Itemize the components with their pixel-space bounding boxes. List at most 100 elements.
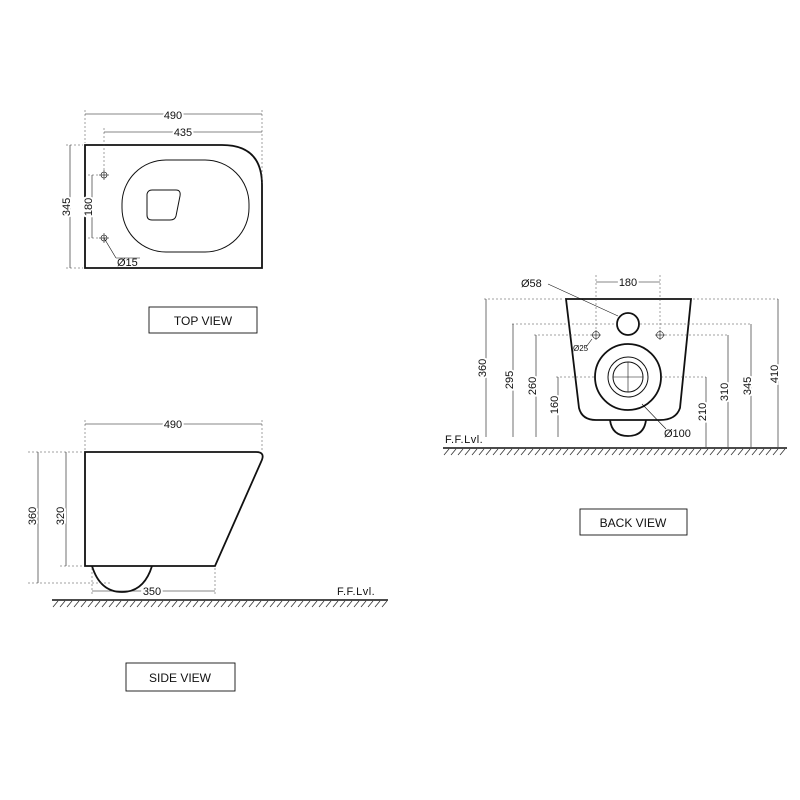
back-view-outline [564,298,692,421]
hatch-line [485,448,492,456]
side-view-label: SIDE VIEW [149,671,212,685]
side-view-label-box [125,662,236,692]
hatch-line [143,600,150,608]
hatch-line [450,448,457,456]
hatch-line [66,600,73,608]
hatch-line [297,600,304,608]
hatch-line [639,448,646,456]
hatch-line [674,448,681,456]
hatch-line [457,448,464,456]
hatch-line [248,600,255,608]
hatch-line [618,448,625,456]
dim-side-490: 490 [164,419,182,431]
dim-top-hole: Ø15 [117,257,138,269]
hatch-line [206,600,213,608]
top-view-outline [84,144,263,269]
hatch-line [360,600,367,608]
hatch-line [311,600,318,608]
hatch-line [597,448,604,456]
hatch-line [625,448,632,456]
hatch-line [737,448,744,456]
dim-back-180: 180 [619,277,637,289]
dim-back-right-0: 210 [697,403,709,421]
dim-top-490: 490 [164,110,182,122]
hatch-line [562,448,569,456]
dim-back-left-2: 260 [527,377,539,395]
side-view-floor-label: F.F.Lvl. [337,586,375,598]
hatch-line [471,448,478,456]
hatch-line [339,600,346,608]
hatch-line [199,600,206,608]
top-view: 490 435 345 180 Ø15 TOP VIEW [59,108,263,334]
hatch-line [115,600,122,608]
hatch-line [765,448,772,456]
hatch-line [318,600,325,608]
hatch-line [129,600,136,608]
hatch-line [772,448,779,456]
hatch-line [653,448,660,456]
dim-top-180: 180 [83,198,95,216]
hatch-line [332,600,339,608]
hatch-line [548,448,555,456]
dim-back-left-3: 160 [549,396,561,414]
hatch-line [283,600,290,608]
hatch-line [234,600,241,608]
hatch-line [171,600,178,608]
hatch-line [178,600,185,608]
hatch-line [304,600,311,608]
fixing-hole-icon [99,170,109,180]
hatch-line [527,448,534,456]
back-floor-hatch [443,448,786,456]
hatch-line [632,448,639,456]
dim-top-345: 345 [61,198,73,216]
back-view-waste-outlet [609,419,647,437]
back-view-label-box [579,508,688,536]
hatch-line [443,448,450,456]
side-view-outline [84,451,264,567]
hatch-line [464,448,471,456]
dim-side-350: 350 [143,586,161,598]
hatch-line [59,600,66,608]
hatch-line [220,600,227,608]
dim-side-360: 360 [27,507,39,525]
top-view-label-box [148,306,258,334]
back-view-floor-label: F.F.Lvl. [445,434,483,446]
hatch-line [569,448,576,456]
dim-back-inlet: Ø58 [521,278,542,290]
hatch-line [555,448,562,456]
hatch-line [779,448,786,456]
dim-side-320: 320 [55,507,67,525]
dim-back-fixing: Ø25 [573,344,589,353]
hatch-line [108,600,115,608]
dim-back-right-1: 310 [719,383,731,401]
hatch-line [87,600,94,608]
hatch-line [94,600,101,608]
hatch-line [164,600,171,608]
hatch-line [744,448,751,456]
hatch-line [611,448,618,456]
hatch-line [353,600,360,608]
dim-back-right-3: 410 [769,365,781,383]
hatch-line [346,600,353,608]
hatch-line [367,600,374,608]
hatch-line [213,600,220,608]
hatch-line [520,448,527,456]
fixing-hole-icon [591,330,601,340]
side-view: 490 360 320 350 F.F.Lvl. SIDE VIEW [25,417,388,692]
hatch-line [192,600,199,608]
hatch-line [499,448,506,456]
top-view-label: TOP VIEW [174,314,233,328]
inlet-icon [616,312,640,336]
hatch-line [506,448,513,456]
hatch-line [325,600,332,608]
hatch-line [681,448,688,456]
top-view-outlet [146,189,181,221]
hatch-line [723,448,730,456]
hatch-line [660,448,667,456]
hatch-line [583,448,590,456]
hatch-line [269,600,276,608]
hatch-line [122,600,129,608]
hatch-line [227,600,234,608]
hatch-line [702,448,709,456]
hatch-line [695,448,702,456]
